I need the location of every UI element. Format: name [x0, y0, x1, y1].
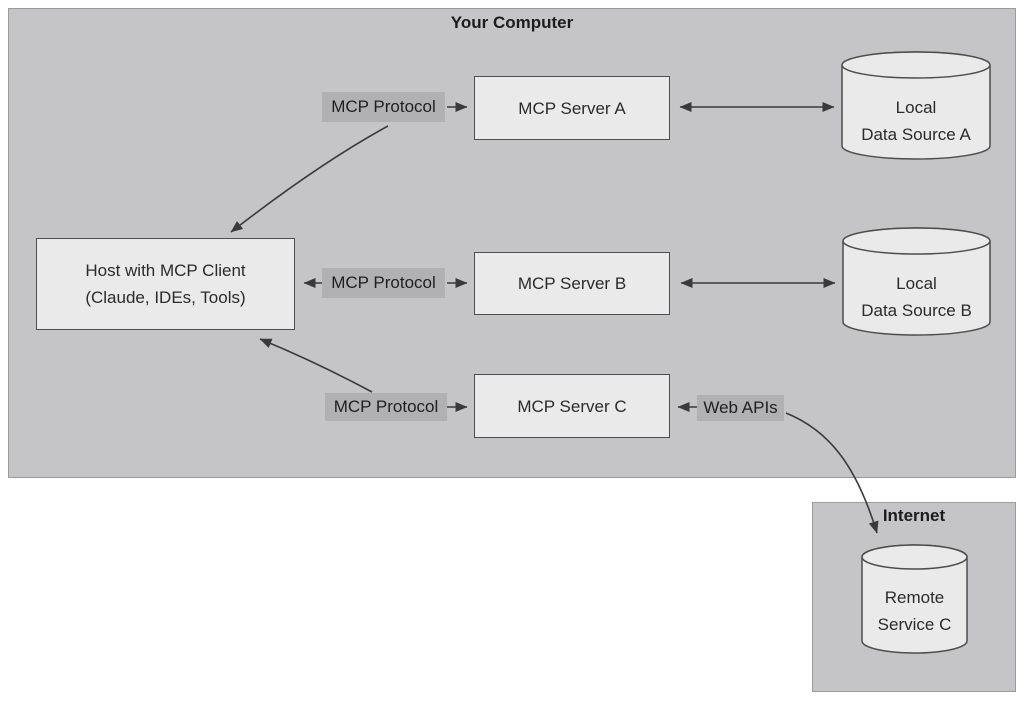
mcp-server-a-node: MCP Server A — [474, 76, 670, 140]
web-apis-label: Web APIs — [697, 395, 784, 421]
mcp-server-b-node: MCP Server B — [474, 252, 670, 315]
remote-service-c-line2: Service C — [877, 615, 952, 634]
mcp-server-c-node: MCP Server C — [474, 374, 670, 438]
host-label-line1: Host with MCP Client — [85, 261, 246, 280]
internet-group-title: Internet — [882, 506, 946, 525]
mcp-protocol-label-a: MCP Protocol — [322, 92, 445, 122]
data-source-a-line2: Data Source A — [861, 125, 971, 144]
mcp-server-c-label: MCP Server C — [517, 396, 627, 416]
data-source-b-line1: Local — [896, 274, 937, 293]
host-with-mcp-client-node: Host with MCP Client (Claude, IDEs, Tool… — [36, 238, 295, 330]
mcp-protocol-label-c: MCP Protocol — [325, 393, 447, 421]
mcp-server-a-label: MCP Server A — [518, 98, 626, 118]
data-source-b-line2: Data Source B — [861, 301, 972, 320]
mcp-server-b-label: MCP Server B — [517, 274, 627, 293]
data-source-a-line1: Local — [895, 98, 937, 117]
local-data-source-b-caption: Local Data Source B — [843, 270, 990, 324]
remote-service-c-line1: Remote — [884, 588, 945, 607]
remote-service-c-caption: Remote Service C — [862, 584, 967, 638]
mcp-protocol-label-b: MCP Protocol — [322, 268, 445, 298]
your-computer-group-title: Your Computer — [450, 13, 574, 32]
host-label-line2: (Claude, IDEs, Tools) — [85, 288, 246, 307]
local-data-source-a-caption: Local Data Source A — [842, 94, 990, 148]
